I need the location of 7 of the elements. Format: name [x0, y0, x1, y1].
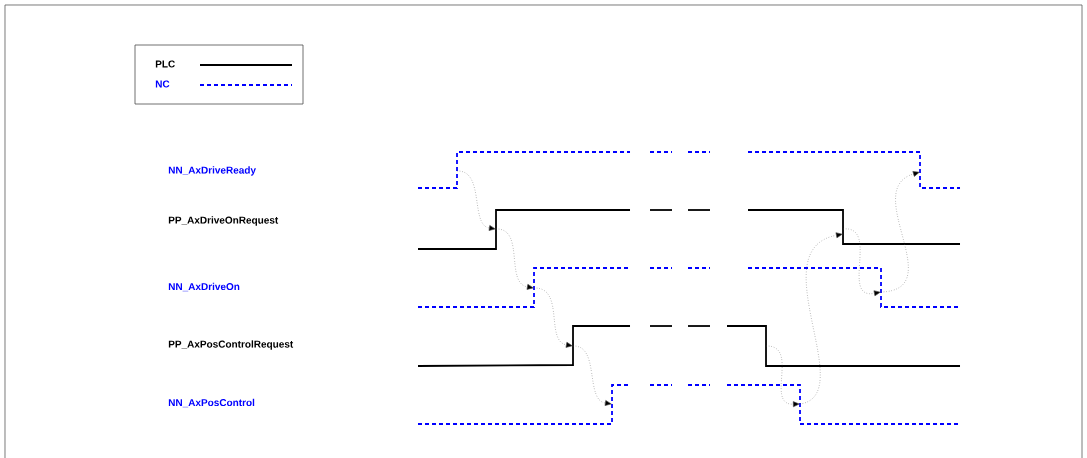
signal-name: NN_AxDriveReady	[168, 166, 256, 176]
signal-name: NN_AxPosControl	[168, 398, 255, 408]
signal-name: PP_AxDriveOnRequest	[168, 216, 279, 226]
signal-name: PP_AxPosControlRequest	[168, 340, 294, 350]
legend-label: PLC	[155, 60, 175, 68]
signal-name: NN_AxDriveOn	[168, 282, 240, 292]
legend-label: NC	[155, 80, 170, 88]
